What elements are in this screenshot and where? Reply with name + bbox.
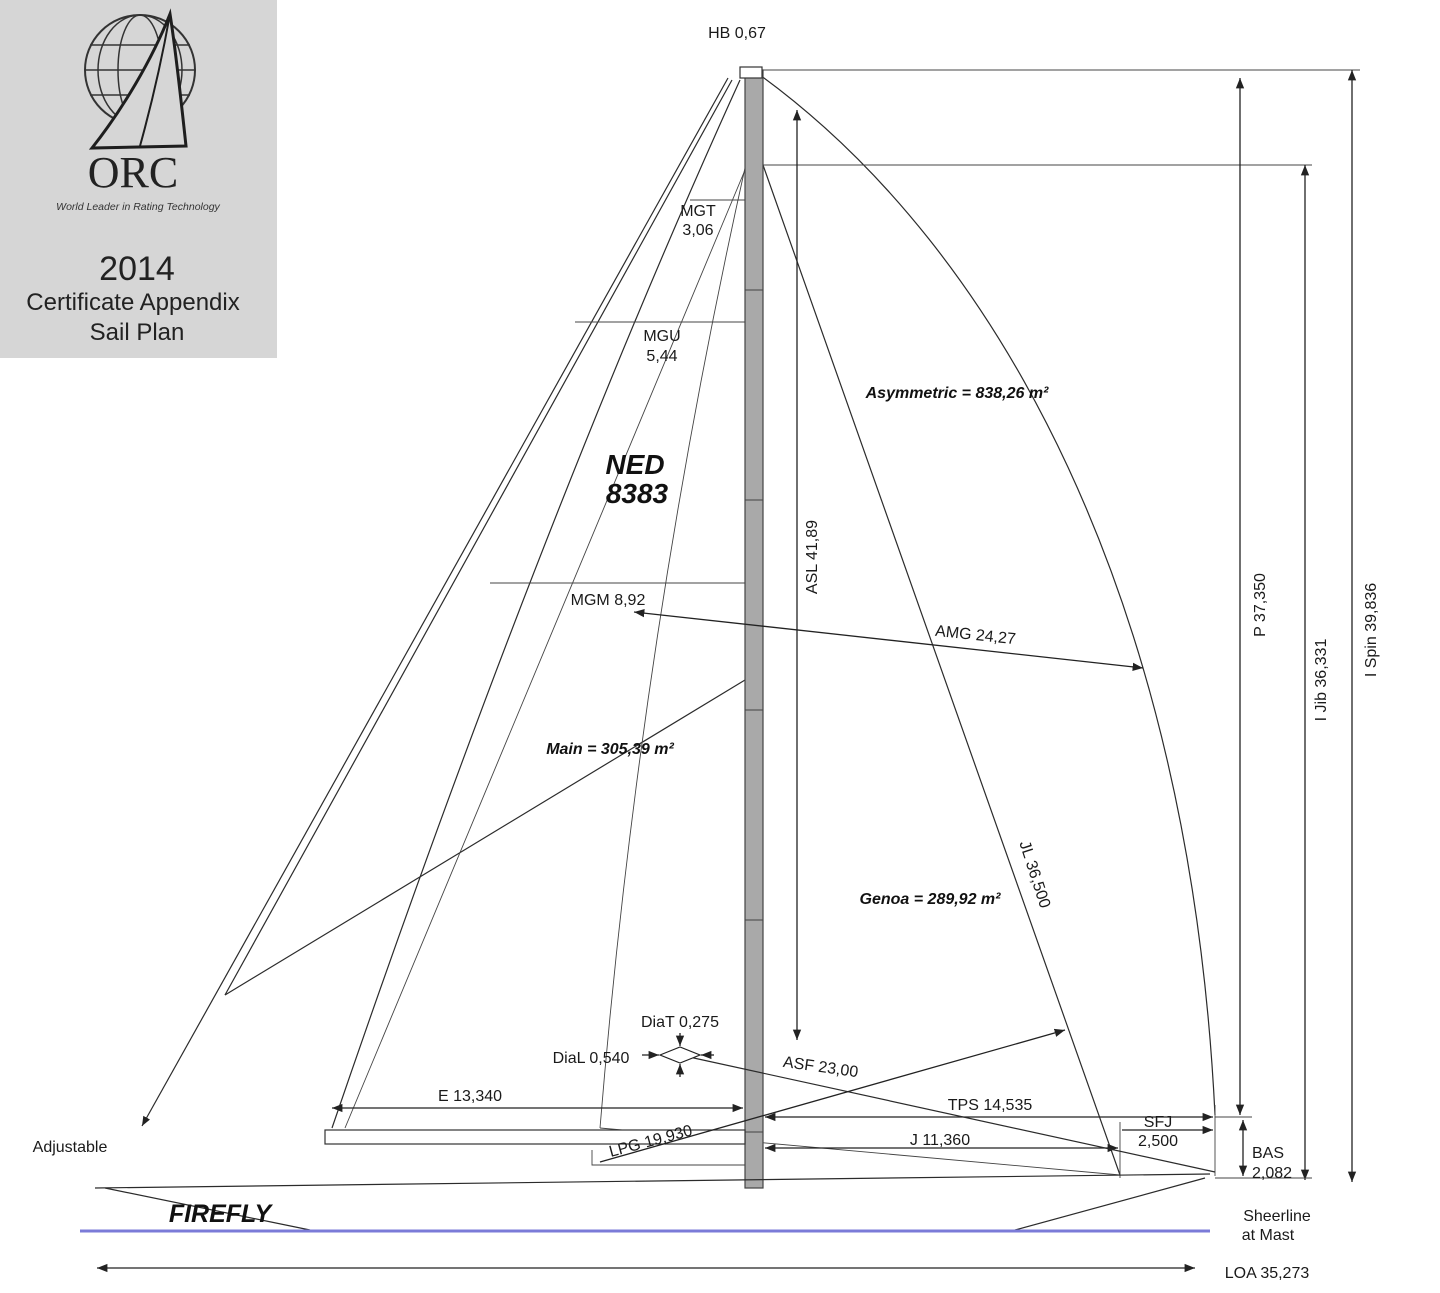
- mgt-label: MGT: [680, 203, 716, 220]
- certificate-year: 2014: [99, 250, 175, 288]
- genoa-area-label: Genoa = 289,92 m²: [860, 891, 1002, 908]
- stern-overhang: [104, 1187, 311, 1231]
- genoa-luff-line: [762, 164, 1121, 1176]
- lpg-label: LPG 19,930: [607, 1122, 694, 1161]
- loa-label: LOA 35,273: [1225, 1265, 1310, 1282]
- brand-wordmark: ORC: [88, 148, 178, 197]
- mast-spar: [744, 69, 764, 1189]
- backstay-line: [141, 77, 729, 1127]
- asf-line: [679, 1054, 1216, 1173]
- bas-label: BAS: [1252, 1145, 1284, 1162]
- asl-label: ASL 41,89: [804, 520, 821, 594]
- lpg-dimension: [599, 1028, 1066, 1163]
- pole-diameter-marker: [642, 1033, 714, 1077]
- mast-head-box: [739, 66, 763, 79]
- main-area-label: Main = 305,39 m²: [546, 741, 674, 758]
- main-leech-line: [344, 169, 746, 1129]
- sheerline-label: Sheerline: [1243, 1208, 1311, 1225]
- dial-label: DiaL 0,540: [553, 1050, 630, 1067]
- bow-profile: [1014, 1177, 1206, 1231]
- e-label: E 13,340: [438, 1088, 502, 1105]
- mgm-label: MGM 8,92: [571, 592, 646, 609]
- i-spin-label: I Spin 39,836: [1363, 583, 1380, 677]
- hb-label: HB 0,67: [708, 25, 766, 42]
- j-label: J 11,360: [910, 1132, 970, 1149]
- foot-dimensions: [324, 1028, 1312, 1179]
- mgu-label: MGU: [643, 328, 680, 345]
- amg-dimension: [633, 609, 1144, 671]
- mgu-value: 5,44: [646, 348, 677, 365]
- vertical-dimensions: [763, 69, 1360, 1182]
- asf-label: ASF 23,00: [782, 1054, 859, 1081]
- sheerline: [94, 1173, 1211, 1189]
- genoa-clew-platform: [591, 1150, 745, 1166]
- sail-number-prefix: NED: [605, 449, 664, 480]
- genoa-leech-line: [599, 167, 746, 1129]
- main-leech-curve: [331, 79, 741, 1129]
- brand-tagline: World Leader in Rating Technology: [56, 201, 220, 213]
- diat-label: DiaT 0,275: [641, 1014, 719, 1031]
- boom: [324, 1129, 746, 1145]
- hull: [80, 1173, 1211, 1273]
- spinnaker-leech-curve: [759, 74, 1216, 1116]
- pole-section-diamond: [658, 1046, 702, 1064]
- sail-number: 8383: [606, 478, 669, 509]
- certificate-subtitle: Sail Plan: [90, 319, 185, 346]
- labels: HB 0,67 MGT 3,06 MGU 5,44 MGM 8,92 AMG 2…: [33, 25, 1380, 1282]
- mast: [739, 66, 764, 1189]
- girth-measurements: [490, 199, 1144, 671]
- p-label: P 37,350: [1252, 573, 1269, 637]
- jl-label: JL 36,500: [1015, 839, 1053, 911]
- sheerline-label-2: at Mast: [1242, 1227, 1295, 1244]
- upper-rig-line: [224, 79, 733, 996]
- asymmetric-area-label: Asymmetric = 838,26 m²: [865, 385, 1049, 402]
- sfj-label: SFJ: [1144, 1114, 1172, 1131]
- adjustable-label: Adjustable: [33, 1139, 108, 1156]
- boat-name: FIREFLY: [169, 1200, 274, 1228]
- orc-logo-icon: [84, 8, 196, 150]
- mgt-value: 3,06: [682, 222, 713, 239]
- sail-outlines: [141, 74, 1216, 1176]
- i-jib-label: I Jib 36,331: [1313, 639, 1330, 722]
- bas-value: 2,082: [1252, 1165, 1292, 1182]
- lower-rig-line: [224, 679, 746, 996]
- header-background: [0, 0, 277, 358]
- certificate-title: Certificate Appendix: [26, 289, 239, 316]
- amg-label: AMG 24,27: [934, 623, 1016, 648]
- tps-label: TPS 14,535: [948, 1097, 1033, 1114]
- sfj-value: 2,500: [1138, 1133, 1178, 1150]
- header-panel: ORC World Leader in Rating Technology 20…: [0, 0, 277, 358]
